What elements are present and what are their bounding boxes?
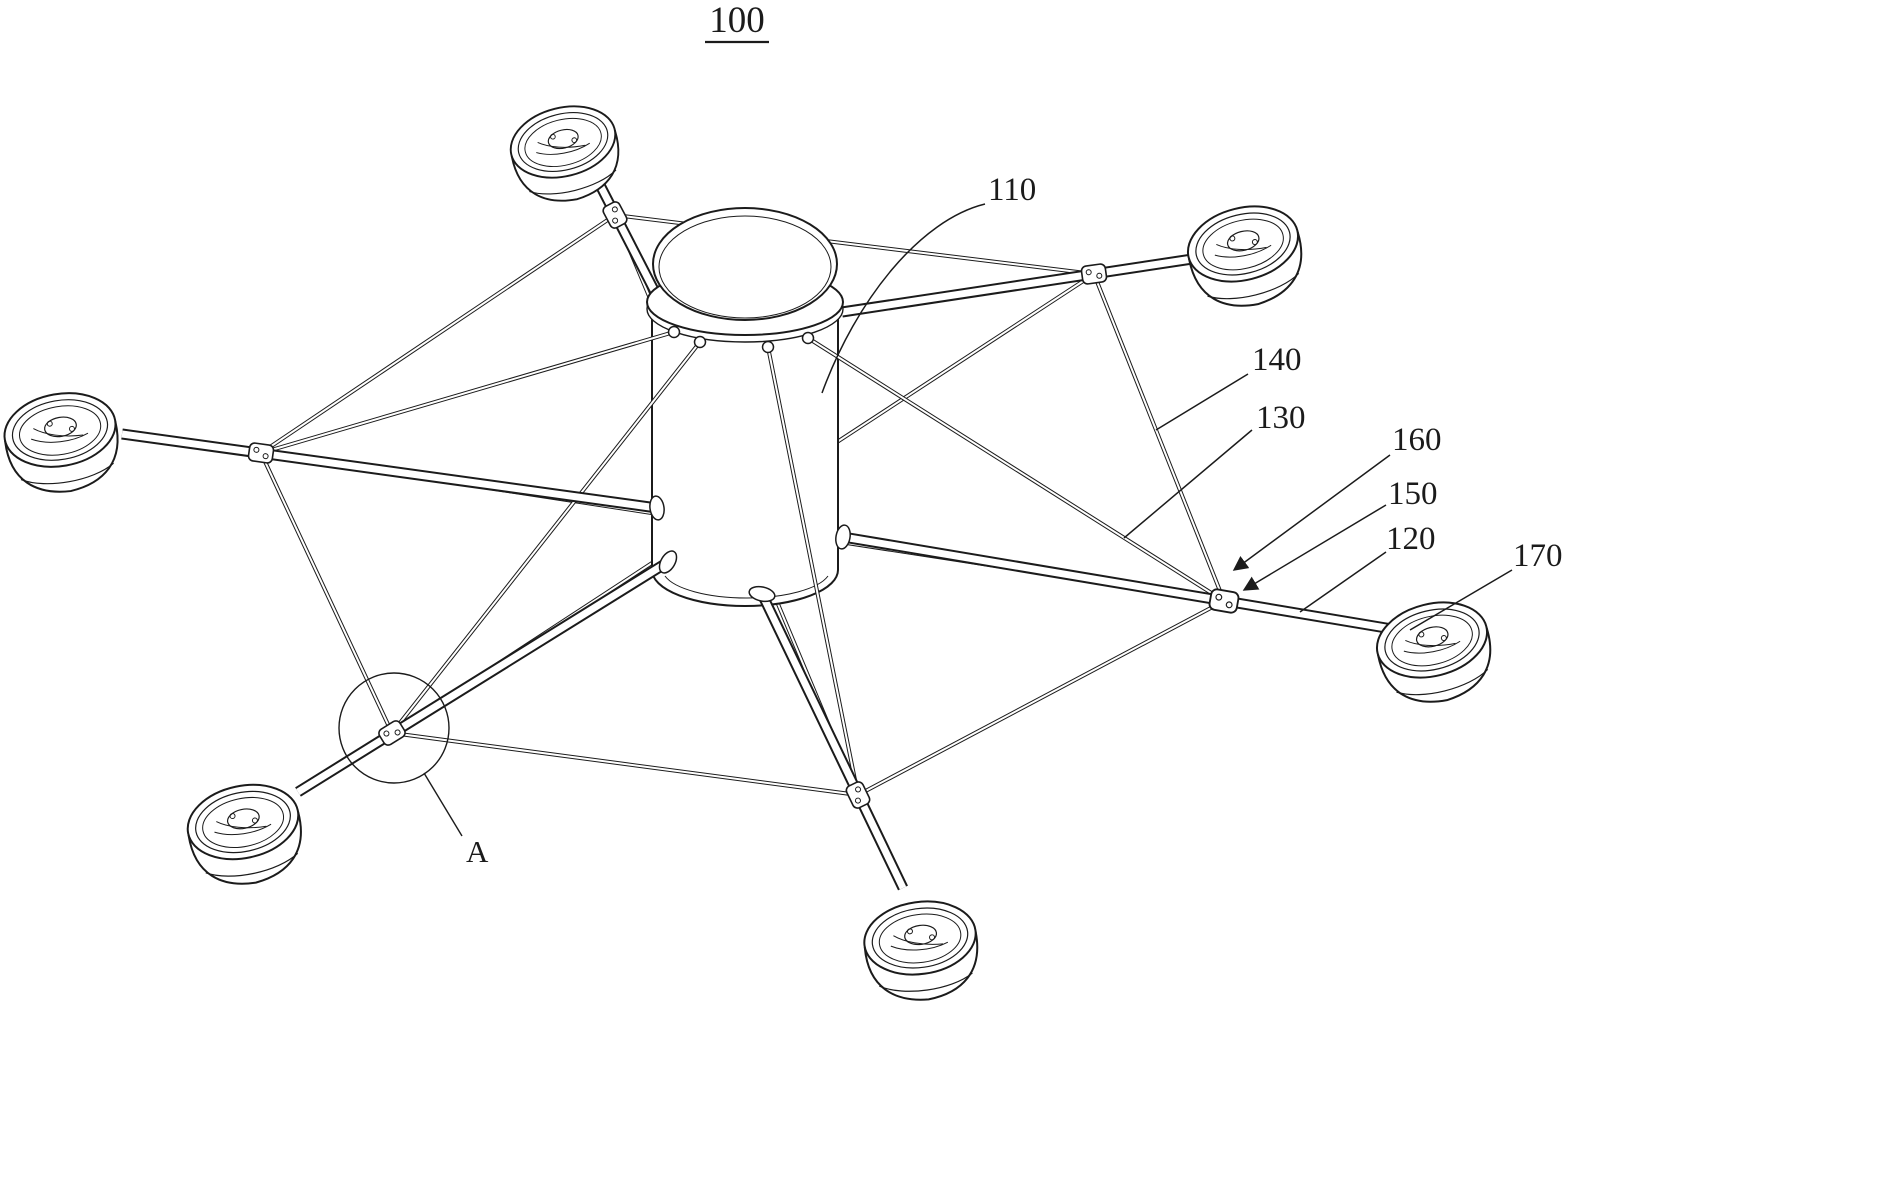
rotor-pod-bottom — [858, 893, 986, 1009]
arm-top-right — [841, 250, 1213, 318]
part-label-140: 140 — [1252, 342, 1302, 378]
center-body — [646, 207, 844, 607]
arm-left — [121, 428, 658, 514]
leader-170 — [1409, 569, 1513, 631]
leader-160 — [1232, 454, 1391, 571]
arm-right — [842, 531, 1393, 635]
leader-130 — [1123, 429, 1253, 539]
joint-right — [1207, 587, 1241, 615]
joint-top-right — [1080, 262, 1108, 286]
part-label-170: 170 — [1513, 538, 1563, 574]
part-label-110: 110 — [988, 172, 1036, 208]
rotor-pod-top-right — [1178, 194, 1314, 319]
rotor-pod-left — [0, 383, 128, 502]
part-labels: 110 140 130 160 150 120 170 — [988, 172, 1563, 574]
arm-bottom — [757, 591, 908, 891]
leader-lines — [821, 203, 1513, 631]
leader-120 — [1299, 551, 1387, 613]
detail-label-a: A — [466, 834, 489, 869]
detail-callout-a: A — [338, 672, 489, 869]
leader-150 — [1242, 504, 1387, 591]
figure-number: 100 — [709, 0, 765, 41]
leader-110 — [821, 203, 986, 394]
part-label-120: 120 — [1386, 521, 1436, 557]
rotor-pod-right — [1367, 590, 1503, 715]
front-arms — [121, 428, 1393, 891]
detail-leader-line — [423, 772, 463, 837]
lid-ball-studs — [667, 325, 815, 354]
brace-rods-front — [260, 330, 1226, 796]
part-label-150: 150 — [1388, 476, 1438, 512]
rotor-pod-bottom-left — [179, 774, 312, 896]
leader-140 — [1155, 373, 1249, 431]
figure-title-group: 100 — [705, 0, 769, 44]
detail-circle — [338, 672, 450, 784]
body-arm-ports — [649, 495, 851, 603]
part-label-130: 130 — [1256, 400, 1306, 436]
part-label-160: 160 — [1392, 422, 1442, 458]
joint-left — [247, 441, 275, 465]
arm-bottom-left — [295, 557, 671, 797]
